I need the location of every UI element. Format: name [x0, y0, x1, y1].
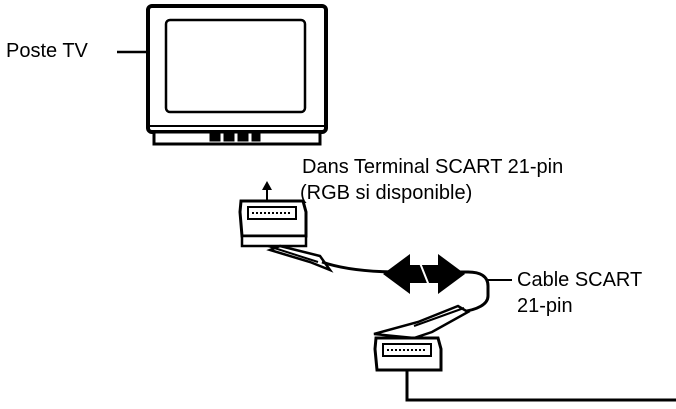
tv-button-1	[209, 133, 221, 142]
scart-cable	[321, 260, 490, 314]
cable-label-line1: Cable SCART	[517, 269, 643, 291]
tv-button-4	[251, 133, 261, 142]
tv-set-illustration	[146, 4, 328, 146]
cable-label-line2: 21-pin	[517, 295, 573, 317]
tv-button-3	[237, 133, 249, 142]
scart-plug-bottom	[373, 304, 471, 372]
tv-label: Poste TV	[6, 40, 88, 62]
terminal-label-line2: (RGB si disponible)	[300, 182, 473, 204]
bidirectional-signal-arrow-icon	[383, 254, 465, 294]
terminal-label-line1: Dans Terminal SCART 21-pin	[302, 156, 564, 178]
scart-plug-top	[238, 199, 334, 273]
tv-screen	[164, 18, 307, 114]
tv-button-2	[223, 133, 235, 142]
output-cable	[405, 370, 676, 402]
tv-base	[152, 130, 322, 146]
